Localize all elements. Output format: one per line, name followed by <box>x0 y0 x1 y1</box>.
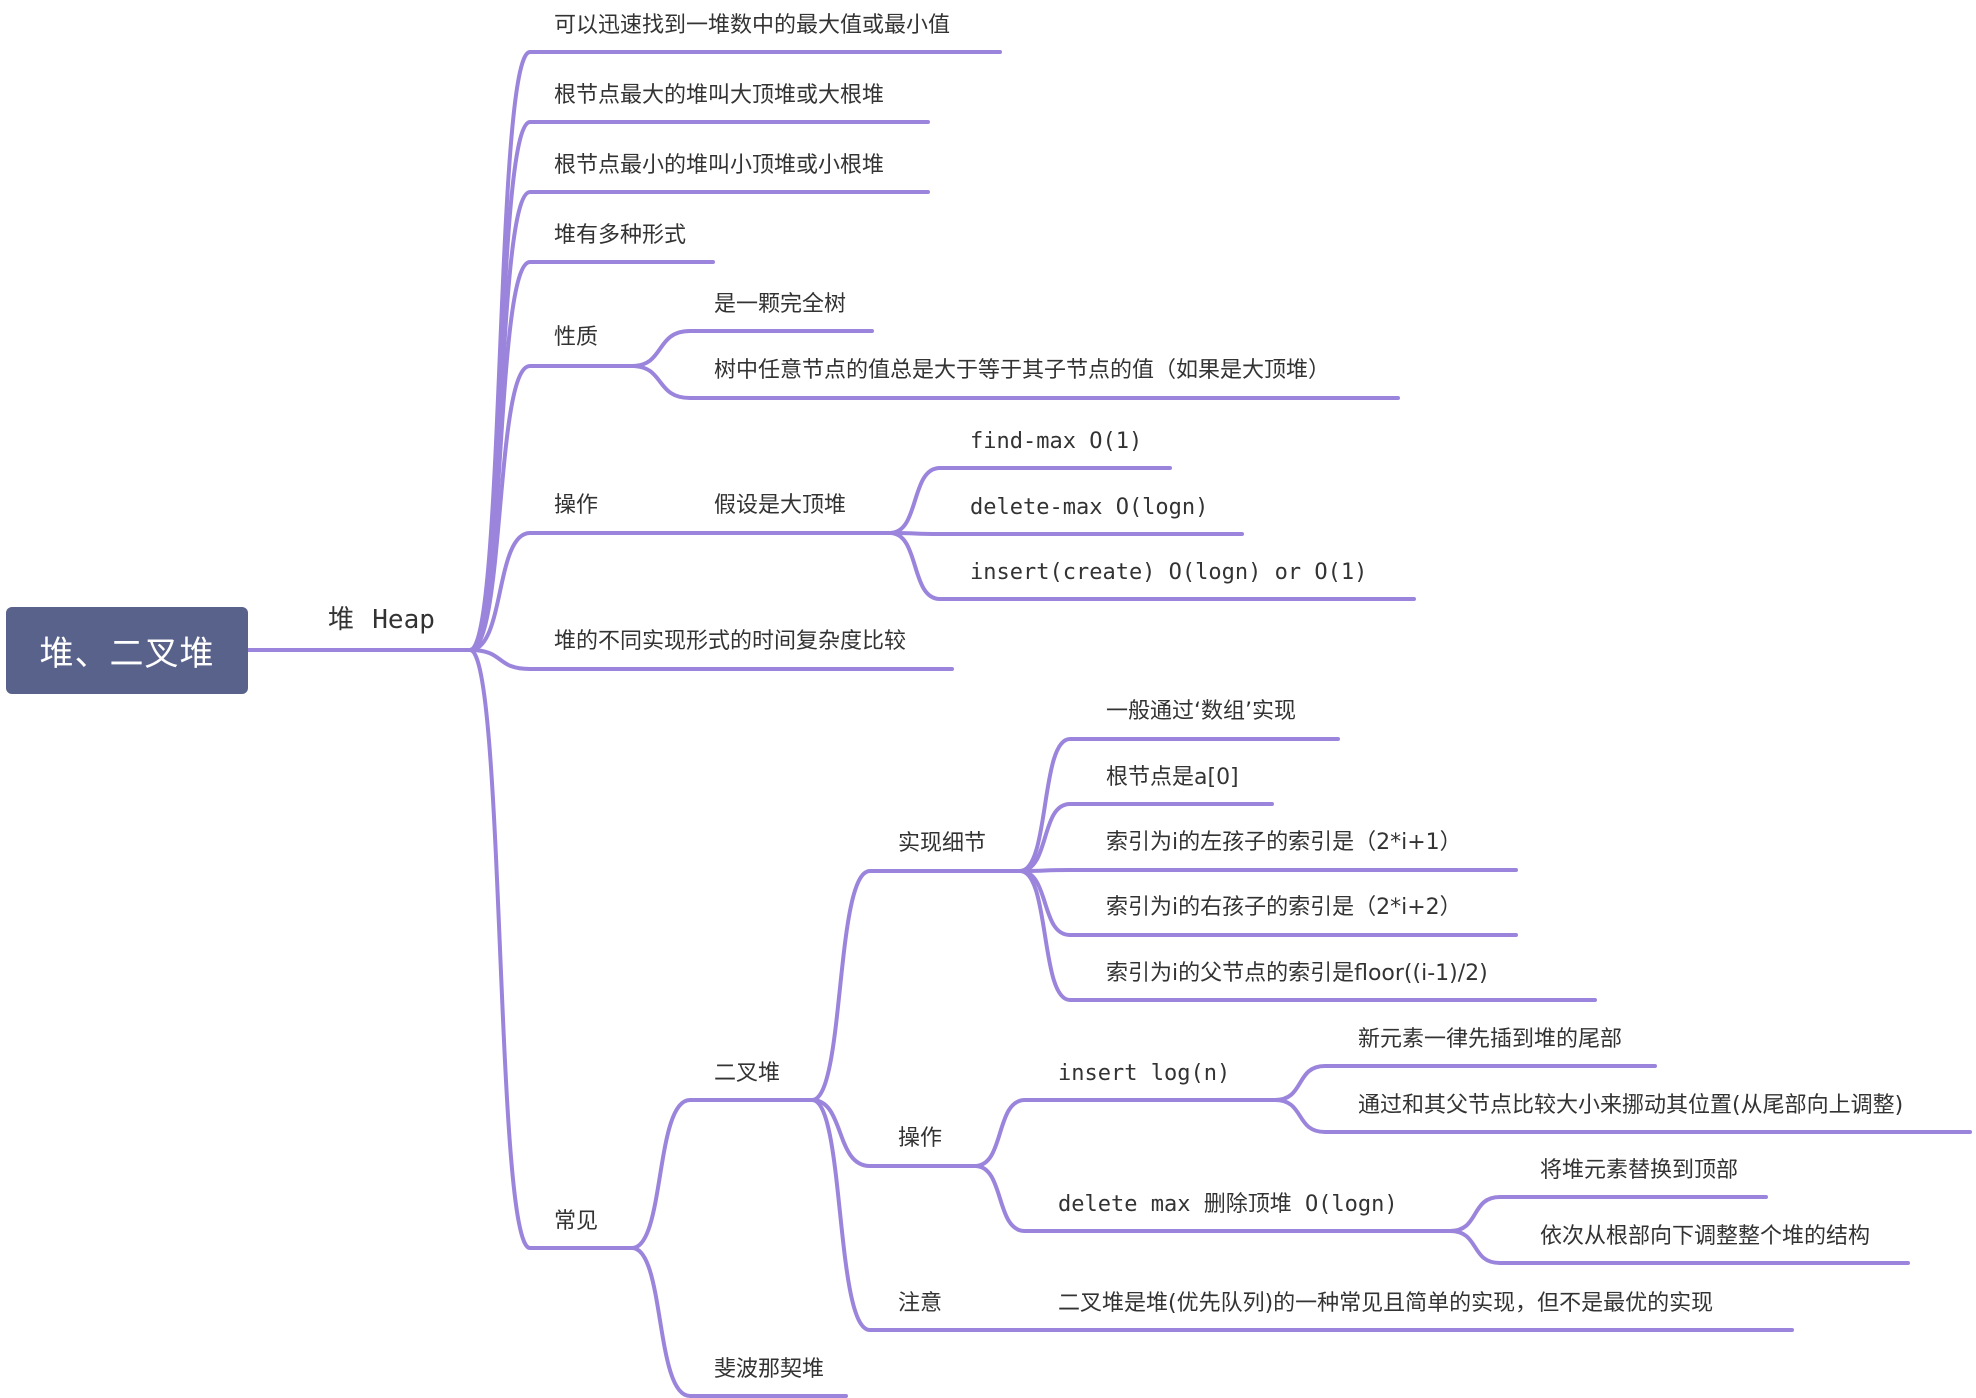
node-forms[interactable]: 堆有多种形式 <box>554 223 687 248</box>
node-insert-sift-up[interactable]: 通过和其父节点比较大小来挪动其位置(从尾部向上调整) <box>1358 1093 1904 1118</box>
edge-heap-fast <box>468 50 1002 652</box>
node-binary-heap[interactable]: 二叉堆 <box>714 1061 781 1086</box>
root-label: 堆、二叉堆 <box>39 634 215 674</box>
edge-heap-max <box>468 120 930 652</box>
node-fast-find[interactable]: 可以迅速找到一堆数中的最大值或最小值 <box>554 13 951 38</box>
node-impl-details[interactable]: 实现细节 <box>898 831 987 856</box>
edge-impl-2 <box>1018 802 1274 873</box>
edge-heap-props <box>468 364 634 652</box>
node-delete-sift-down[interactable]: 依次从根部向下调整整个堆的结构 <box>1540 1224 1871 1249</box>
root-node[interactable]: 堆、二叉堆 <box>6 607 248 694</box>
node-fibonacci-heap[interactable]: 斐波那契堆 <box>714 1357 825 1382</box>
node-impl-parent[interactable]: 索引为i的父节点的索引是floor((i-1)/2) <box>1106 961 1488 986</box>
node-operations[interactable]: 操作 <box>554 493 599 518</box>
node-compare[interactable]: 堆的不同实现形式的时间复杂度比较 <box>554 629 907 654</box>
heap-label: 堆 <box>328 605 355 635</box>
edge-heap-compare <box>468 648 954 671</box>
node-insert-log[interactable]: insert log(n) <box>1058 1061 1231 1086</box>
node-insert-tail[interactable]: 新元素一律先插到堆的尾部 <box>1358 1027 1623 1052</box>
node-impl-left-child[interactable]: 索引为i的左孩子的索引是（2*i+1） <box>1106 830 1462 855</box>
edge-props-2 <box>630 364 1400 400</box>
edge-props-1 <box>630 329 874 368</box>
node-insert-create[interactable]: insert(create) O(logn) or O(1) <box>970 560 1368 585</box>
node-impl-right-child[interactable]: 索引为i的右孩子的索引是（2*i+2） <box>1106 895 1462 920</box>
edge-bops-insert <box>973 1098 1277 1168</box>
node-min-heap[interactable]: 根节点最小的堆叫小顶堆或小根堆 <box>554 153 885 178</box>
node-properties[interactable]: 性质 <box>554 325 599 350</box>
node-note-text[interactable]: 二叉堆是堆(优先队列)的一种常见且简单的实现，但不是最优的实现 <box>1058 1291 1714 1316</box>
node-max-heap[interactable]: 根节点最大的堆叫大顶堆或大根堆 <box>554 83 885 108</box>
edge-impl-5 <box>1018 869 1597 1002</box>
node-common[interactable]: 常见 <box>554 1209 599 1234</box>
node-delete-swap-top[interactable]: 将堆元素替换到顶部 <box>1540 1158 1739 1183</box>
node-impl-root[interactable]: 根节点是a[0] <box>1106 765 1239 790</box>
node-assume-max-heap[interactable]: 假设是大顶堆 <box>714 493 847 518</box>
edge-heap-ops <box>468 531 892 652</box>
edge-delete-2 <box>1448 1229 1910 1265</box>
edge-ops-3 <box>888 531 1416 601</box>
edge-binary-ops <box>810 1098 977 1168</box>
node-delete-max-op[interactable]: delete max 删除顶堆 O(logn) <box>1058 1192 1398 1217</box>
node-note[interactable]: 注意 <box>898 1291 943 1316</box>
edge-impl-3 <box>1018 868 1518 873</box>
heap-node[interactable]: 堆 Heap <box>328 606 435 634</box>
node-delete-max[interactable]: delete-max O(logn) <box>970 495 1209 520</box>
edge-common-fib <box>630 1246 848 1398</box>
node-prop-complete-tree[interactable]: 是一颗完全树 <box>714 292 847 317</box>
edge-insert-1 <box>1273 1064 1657 1102</box>
node-find-max[interactable]: find-max O(1) <box>970 429 1143 454</box>
edge-ops-2 <box>888 531 1244 536</box>
edge-bops-delete <box>973 1164 1452 1233</box>
node-binary-ops[interactable]: 操作 <box>898 1126 943 1151</box>
edge-ops-1 <box>888 466 1172 535</box>
edge-binary-note <box>810 1098 962 1332</box>
edge-common-binary <box>630 1098 814 1250</box>
node-prop-heap-order[interactable]: 树中任意节点的值总是大于等于其子节点的值（如果是大顶堆） <box>714 358 1331 383</box>
edge-heap-common <box>468 648 634 1250</box>
edge-binary-impl <box>810 869 1022 1102</box>
edge-delete-1 <box>1448 1195 1768 1233</box>
heap-label-en: Heap <box>372 605 435 635</box>
edge-impl-1 <box>1018 737 1340 873</box>
edge-insert-2 <box>1273 1098 1972 1134</box>
node-impl-array[interactable]: 一般通过‘数组’实现 <box>1106 699 1296 724</box>
